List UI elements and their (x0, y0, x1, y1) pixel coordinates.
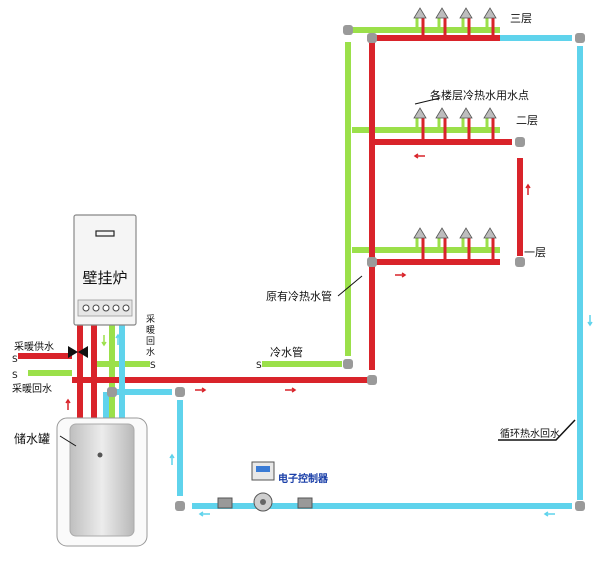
elbow (343, 359, 353, 369)
flow-arrow-icon (543, 511, 555, 517)
faucet-icon (413, 107, 427, 142)
valve-icon (68, 346, 88, 358)
controller-label: 电子控制器 (278, 472, 329, 485)
faucet-icon (459, 7, 473, 38)
recirc-leader (498, 419, 576, 441)
elbow (343, 25, 353, 35)
faucet-icon (483, 7, 497, 38)
boiler (73, 214, 137, 326)
faucet-icon (413, 7, 427, 38)
faucet-icon (435, 7, 449, 38)
flow-arrow-icon (198, 511, 210, 517)
pipe-elbows (107, 25, 585, 511)
valve-right (297, 497, 313, 509)
s-mark-3: S (150, 361, 156, 371)
faucet-icon (483, 107, 497, 142)
tank-label: 储水罐 (14, 431, 50, 446)
s-mark-2: S (12, 371, 18, 381)
flow-arrow-icon (195, 387, 207, 393)
floor3-label: 三层 (510, 12, 532, 25)
recirc-return-label: 循环热水回水 (500, 427, 560, 440)
elbow (367, 257, 377, 267)
flow-arrow-icon (413, 153, 425, 159)
flow-arrow-icon (101, 335, 107, 347)
flow-arrow-icon (525, 183, 531, 195)
tank-leader (59, 435, 77, 447)
heating-return-vertical: 采暖回水 (146, 314, 155, 358)
flow-arrow-icon (587, 315, 593, 327)
heating-return-label: 采暖回水 (12, 382, 52, 395)
flow-arrow-icon (169, 453, 175, 465)
faucet-icon (435, 227, 449, 262)
heating-supply-label: 采暖供水 (14, 340, 54, 353)
faucet-icon (459, 107, 473, 142)
valve-left (217, 497, 233, 509)
circulation-pump (217, 461, 313, 512)
elbow (575, 501, 585, 511)
elbow (515, 137, 525, 147)
boiler-label: 壁挂炉 (82, 269, 127, 287)
s-mark-4: S (256, 361, 262, 371)
floor2-label: 二层 (516, 114, 538, 127)
faucet-icon (413, 227, 427, 262)
elbow (367, 375, 377, 385)
elbow (515, 257, 525, 267)
faucet-icon (483, 227, 497, 262)
elbow (107, 387, 117, 397)
boiler-display (95, 230, 115, 237)
cold-pipe-label: 冷水管 (270, 345, 303, 359)
flow-arrow-icon (65, 398, 71, 410)
elbow (175, 387, 185, 397)
fixtures-label: 各楼层冷热水用水点 (430, 88, 529, 102)
flow-arrows (65, 153, 593, 517)
fixture-groups (413, 7, 497, 262)
fixtures-leader (414, 97, 441, 105)
faucet-icon (435, 107, 449, 142)
existing-pipes-label: 原有冷热水管 (266, 289, 332, 303)
flow-arrow-icon (115, 333, 121, 345)
floor1-label: 一层 (524, 246, 546, 259)
existing-leader (337, 275, 363, 297)
flow-arrow-icon (395, 272, 407, 278)
faucet-icon (459, 227, 473, 262)
flow-arrow-icon (285, 387, 297, 393)
elbow (575, 33, 585, 43)
elbow (175, 501, 185, 511)
elbow (367, 33, 377, 43)
s-mark-1: S (12, 355, 18, 365)
storage-tank (56, 417, 148, 547)
